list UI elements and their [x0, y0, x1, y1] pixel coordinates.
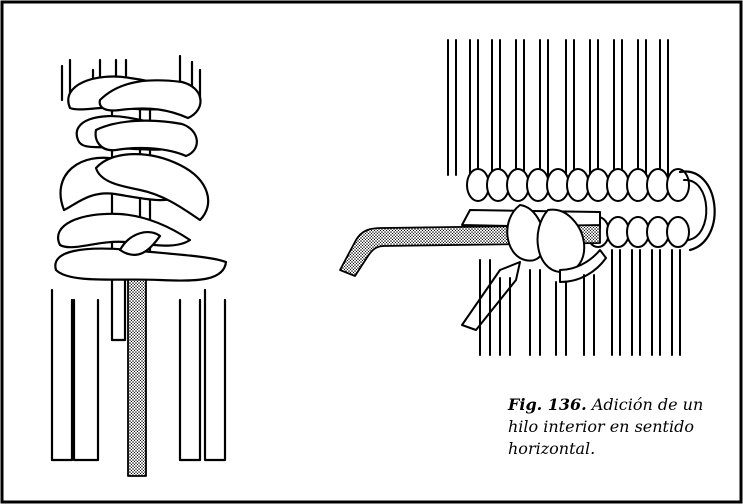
- caption-text-1: Adición de un: [592, 395, 703, 414]
- left-knot-loops: [55, 77, 226, 281]
- right-illustration-horizontal-bar: [340, 40, 715, 355]
- left-added-inner-cord: [128, 250, 146, 476]
- left-illustration-square-knot-sinnet: [52, 56, 226, 476]
- figure-label: Fig. 136.: [508, 395, 587, 414]
- caption-line-3: horizontal.: [508, 438, 738, 460]
- right-lower-hitch-row: [587, 217, 689, 247]
- right-upper-hitch-row: [467, 169, 689, 201]
- right-vertical-cords: [448, 40, 668, 175]
- figure-caption: Fig. 136. Adición de un hilo interior en…: [508, 394, 738, 460]
- caption-line-2: hilo interior en sentido: [508, 416, 738, 438]
- caption-line-1: Fig. 136. Adición de un: [508, 394, 738, 416]
